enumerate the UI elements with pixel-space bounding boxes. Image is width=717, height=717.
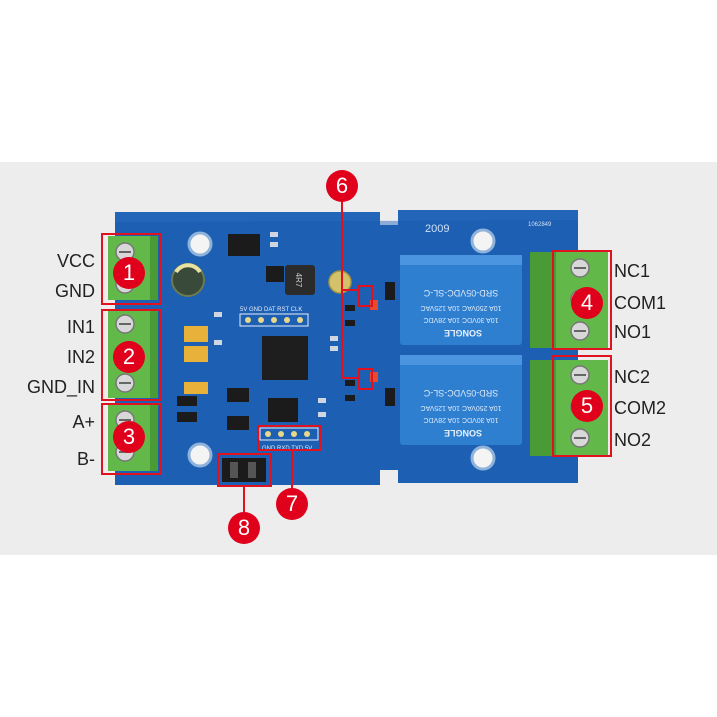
mount-hole	[187, 231, 213, 257]
badge-3: 3	[113, 421, 145, 453]
label-a-plus: A+	[72, 412, 95, 432]
badge-5: 5	[571, 390, 603, 422]
relay1-model: SRD-05VDC-SL-C	[423, 288, 498, 298]
silk-code: 1062849	[528, 222, 552, 228]
mount-hole	[187, 442, 213, 468]
svg-text:10A 250VAC 10A 125VAC: 10A 250VAC 10A 125VAC	[420, 404, 501, 411]
callout-box-6b	[358, 368, 373, 390]
label-b-minus: B-	[77, 449, 95, 469]
badge-6: 6	[326, 170, 358, 202]
relay-2: SRD-05VDC-SL-C 10A 250VAC 10A 125VAC 10A…	[400, 355, 522, 445]
badge-1: 1	[113, 257, 145, 289]
ic-regulator	[228, 234, 260, 256]
relay-1: SRD-05VDC-SL-C 10A 250VAC 10A 125VAC 10A…	[400, 255, 522, 345]
label-com1: COM1	[614, 293, 667, 313]
svg-text:10A 30VDC 10A 28VDC: 10A 30VDC 10A 28VDC	[423, 316, 498, 323]
callout-box-7	[257, 425, 321, 451]
ic-mcu	[262, 336, 308, 380]
ic-rs485	[268, 398, 298, 422]
svg-text:10A 30VDC 10A 28VDC: 10A 30VDC 10A 28VDC	[423, 416, 498, 423]
badge-2: 2	[113, 341, 145, 373]
label-com2: COM2	[614, 398, 667, 418]
callout-box-5	[552, 355, 612, 457]
inductor	[285, 265, 315, 295]
svg-text:4R7: 4R7	[294, 273, 303, 288]
svg-text:SONGLE: SONGLE	[444, 328, 482, 338]
callout-box-1	[101, 233, 161, 305]
badge-4: 4	[571, 287, 603, 319]
mount-hole	[470, 228, 496, 254]
callout-box-8	[217, 453, 272, 487]
label-nc1: NC1	[614, 261, 651, 281]
label-gnd: GND	[55, 281, 95, 301]
mount-hole	[470, 445, 496, 471]
label-no2: NO2	[614, 430, 652, 450]
label-in2: IN2	[66, 347, 95, 367]
callout-box-2	[101, 309, 161, 401]
badge-7: 7	[276, 488, 308, 520]
callout-box-4	[552, 250, 612, 350]
label-gnd-in: GND_IN	[26, 377, 95, 397]
optocoupler-1	[184, 326, 208, 342]
callout-box-3	[101, 403, 161, 475]
label-no1: NO1	[614, 322, 652, 342]
label-nc2: NC2	[614, 367, 651, 387]
label-in1: IN1	[66, 317, 95, 337]
label-vcc: VCC	[56, 251, 95, 271]
optocoupler-2	[184, 346, 208, 362]
silk-header-top: 5V GND DAT RST CLK	[240, 307, 302, 313]
callout-box-6	[358, 285, 373, 307]
svg-text:SONGLE: SONGLE	[444, 428, 482, 438]
svg-text:10A 250VAC 10A 125VAC: 10A 250VAC 10A 125VAC	[420, 304, 501, 311]
badge-8: 8	[228, 512, 260, 544]
silk-2009: 2009	[425, 223, 449, 235]
relay2-model: SRD-05VDC-SL-C	[423, 388, 498, 398]
jumper	[222, 458, 266, 482]
